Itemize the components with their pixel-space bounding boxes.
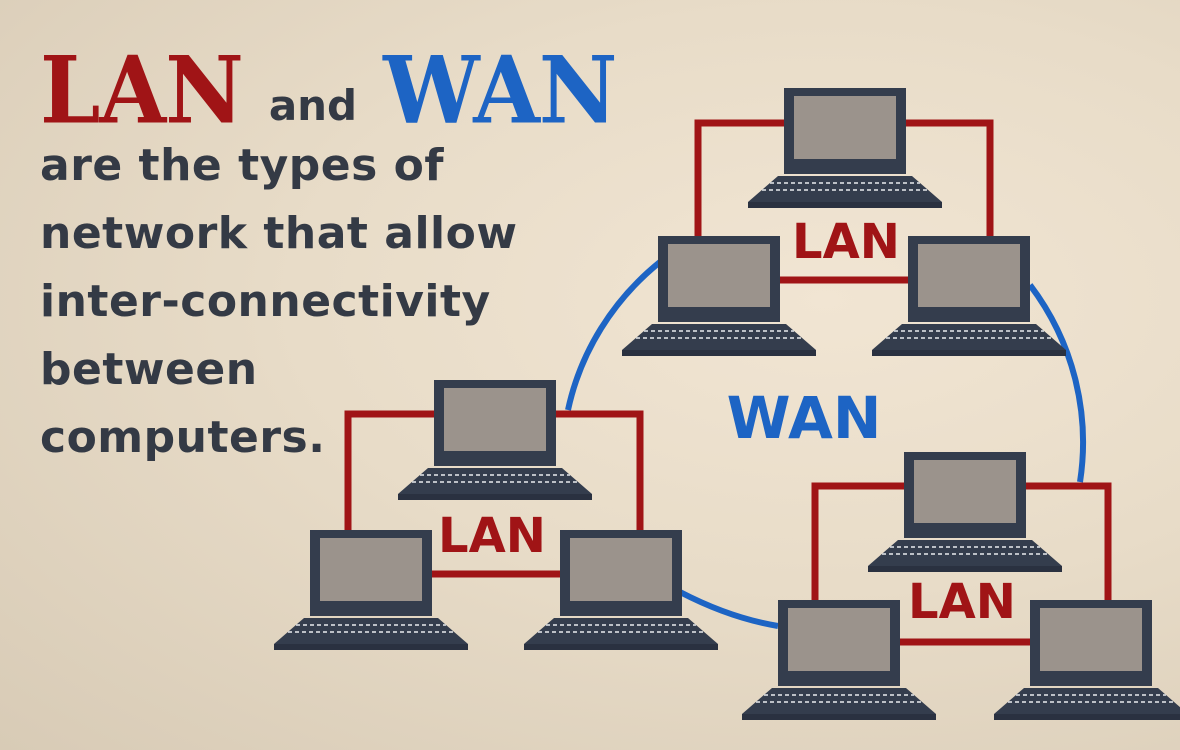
headline-line: inter-connectivity — [40, 276, 491, 327]
laptop-icon — [993, 599, 1180, 721]
laptop-icon — [621, 235, 817, 357]
laptop-icon — [741, 599, 937, 721]
keyword-connector: and — [268, 81, 358, 130]
lan-label-right: LAN — [908, 574, 1016, 630]
laptop-icon — [747, 87, 943, 209]
headline-title: LAN and WAN — [40, 36, 618, 145]
wan-link — [1027, 283, 1087, 483]
headline-line: network that allow — [40, 208, 518, 259]
wan-label: WAN — [727, 384, 882, 452]
laptop-icon — [867, 451, 1063, 573]
lan-link-top — [694, 119, 994, 284]
headline-line: computers. — [40, 412, 326, 463]
keyword-wan: WAN — [383, 35, 617, 146]
wan-link — [678, 589, 779, 629]
lan-label-left: LAN — [438, 508, 546, 564]
headline-line: are the types of — [40, 140, 444, 191]
headline: LAN and WAN are the types of network tha… — [40, 36, 618, 472]
lan-label-top: LAN — [792, 214, 900, 270]
wan-link — [565, 259, 662, 411]
laptop-icon — [523, 529, 719, 651]
lan-link-right — [811, 482, 1112, 646]
headline-line: between — [40, 344, 258, 395]
keyword-lan: LAN — [40, 35, 244, 146]
lan-link-left — [344, 410, 644, 578]
